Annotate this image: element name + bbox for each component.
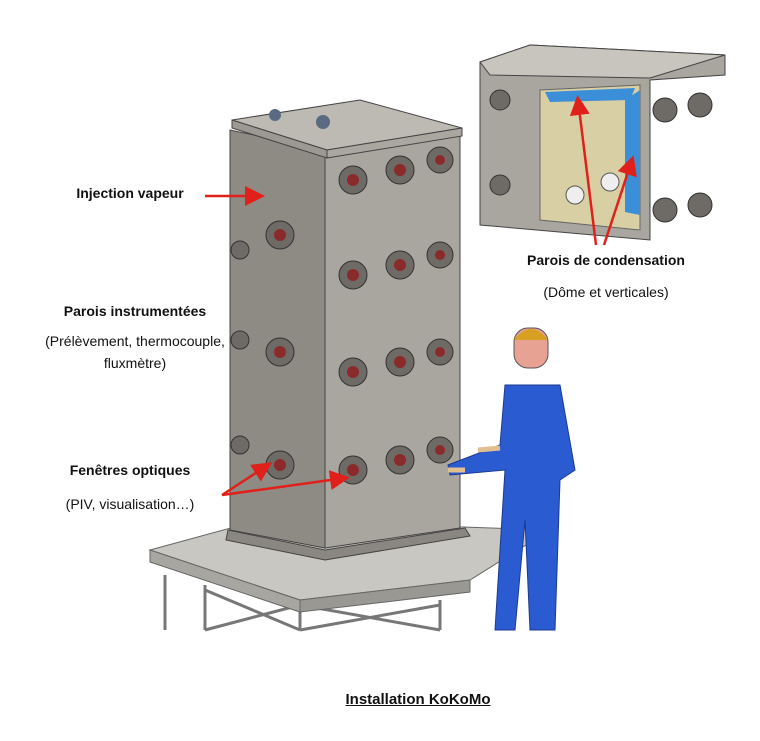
- figure-caption: Installation KoKoMo: [345, 691, 491, 708]
- person-figure: [447, 327, 576, 631]
- test-vessel: [225, 99, 471, 561]
- label-injection-vapeur: Injection vapeur: [76, 185, 184, 201]
- label-parois-instrumentees-detail-1: (Prélèvement, thermocouple,: [45, 333, 225, 349]
- label-parois-condensation-detail: (Dôme et verticales): [543, 284, 669, 300]
- cutaway-inset: [479, 44, 726, 241]
- label-fenetres-optiques-detail: (PIV, visualisation…): [65, 496, 195, 512]
- annotation-arrows: [205, 95, 637, 497]
- label-fenetres-optiques: Fenêtres optiques: [69, 462, 191, 478]
- label-parois-condensation: Parois de condensation: [527, 252, 685, 268]
- label-parois-instrumentees-detail-2: fluxmètre): [103, 355, 167, 371]
- label-parois-instrumentees: Parois instrumentées: [63, 303, 207, 319]
